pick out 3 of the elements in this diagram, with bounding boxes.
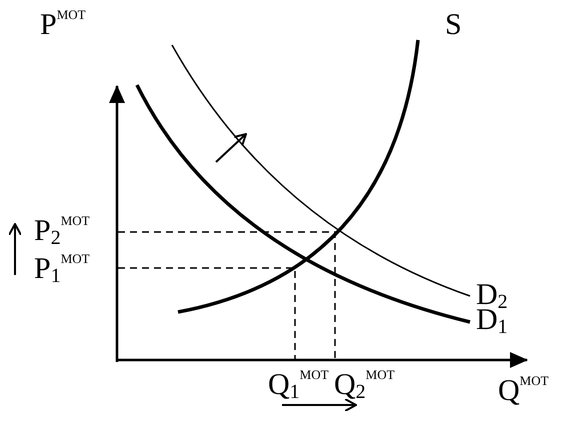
axis-label: P$^{MOT}$ bbox=[40, 8, 86, 40]
curve-label: S bbox=[445, 10, 462, 40]
axis-label: Q$^{MOT}$ bbox=[498, 374, 549, 406]
